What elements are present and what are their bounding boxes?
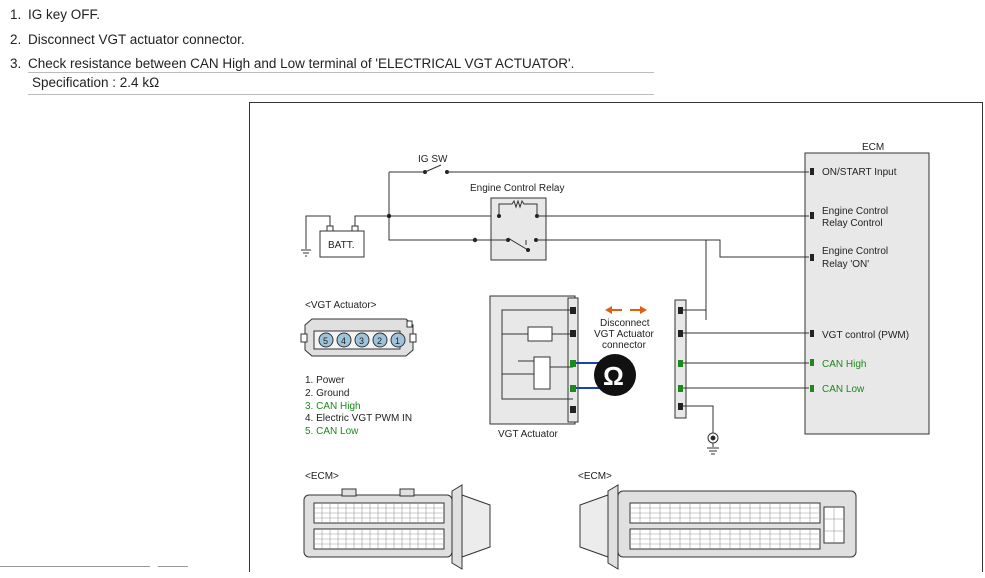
vgt-actuator-terminals [570,307,576,413]
ohmmeter-icon [594,354,636,396]
specification-text: Specification : 2.4 kΩ [32,75,160,90]
ohmmeter-symbol: Ω [603,361,624,391]
wiring-diagram-frame: ECM ON/START Input Engine Control Relay … [249,102,983,572]
battery-label: BATT. [328,240,354,251]
power-wiring [354,171,495,241]
vgt-internal-wiring [501,309,573,400]
pin-legend-3: 3. CAN High [305,401,361,412]
step-2: 2.Disconnect VGT actuator connector. [10,31,245,47]
step-3: 3.Check resistance between CAN High and … [10,56,575,71]
pin-legend-1: 1. Power [305,375,345,386]
wiring-diagram: ECM ON/START Input Engine Control Relay … [300,142,930,570]
engine-control-relay-label: Engine Control Relay [470,183,565,194]
vgt-connector-pins: 5 4 3 2 1 [318,332,406,348]
pin-legend-5: 5. CAN Low [305,426,359,437]
relay-wiring [475,215,809,320]
harness-connector-terminals [678,307,683,410]
ecm-box [804,152,930,435]
footer-divider-right [158,566,188,567]
ecm-connector-right [579,484,857,570]
ecm-pin-ecr-control-line1: Engine Control [822,206,888,217]
ecm-pin-on-start: ON/START Input [822,167,897,178]
procedure-steps: 1.IG key OFF. 2.Disconnect VGT actuator … [10,3,574,77]
harness-wiring [683,309,809,433]
battery-ground-wire [305,215,331,249]
ecm-connector-left-label: <ECM> [305,471,339,482]
pin-number-5: 5 [323,336,328,346]
ecm-connector-left [303,484,491,570]
ig-sw-label: IG SW [418,154,448,165]
disconnect-callout-line1: Disconnect [600,318,650,329]
battery [319,230,365,258]
pin-number-2: 2 [377,336,382,346]
specification-box: Specification : 2.4 kΩ [28,72,654,95]
battery-ground-icon [301,249,311,257]
ecm-terminals [810,168,814,392]
chassis-ground-icon [707,432,719,455]
ecm-pin-ecr-control-line2: Relay Control [822,218,883,229]
pin-legend-4: 4. Electric VGT PWM IN [305,413,412,424]
pin-number-4: 4 [341,336,346,346]
pin-number-1: 1 [395,336,400,346]
step-1: 1.IG key OFF. [10,7,101,22]
ecm-pin-ecr-on-line1: Engine Control [822,246,888,257]
vgt-actuator-label: VGT Actuator [498,429,559,440]
ig-switch [423,164,449,174]
ecm-pin-can-high: CAN High [822,359,866,370]
disconnect-arrows-icon [605,306,647,314]
vgt-connector-title: <VGT Actuator> [305,300,377,311]
ecm-pin-can-low: CAN Low [822,384,865,395]
pin-legend: 1. Power 2. Ground 3. CAN High 4. Electr… [305,375,412,437]
disconnect-callout-line2: VGT Actuator [594,329,655,340]
ecm-pin-vgt-pwm: VGT control (PWM) [822,330,909,341]
footer-divider-left [0,566,150,567]
vgt-internal-module [533,356,551,390]
pin-number-3: 3 [359,336,364,346]
harness-connector [674,299,687,419]
disconnect-callout-line3: connector [602,340,647,351]
ecm-pin-ecr-on-line2: Relay 'ON' [822,259,869,270]
ecm-label: ECM [862,142,884,153]
vgt-actuator-body [489,295,576,425]
ecm-connector-right-label: <ECM> [578,471,612,482]
vgt-internal-resistor [527,326,553,342]
relay-coil [498,199,538,216]
pin-legend-2: 2. Ground [305,388,349,399]
